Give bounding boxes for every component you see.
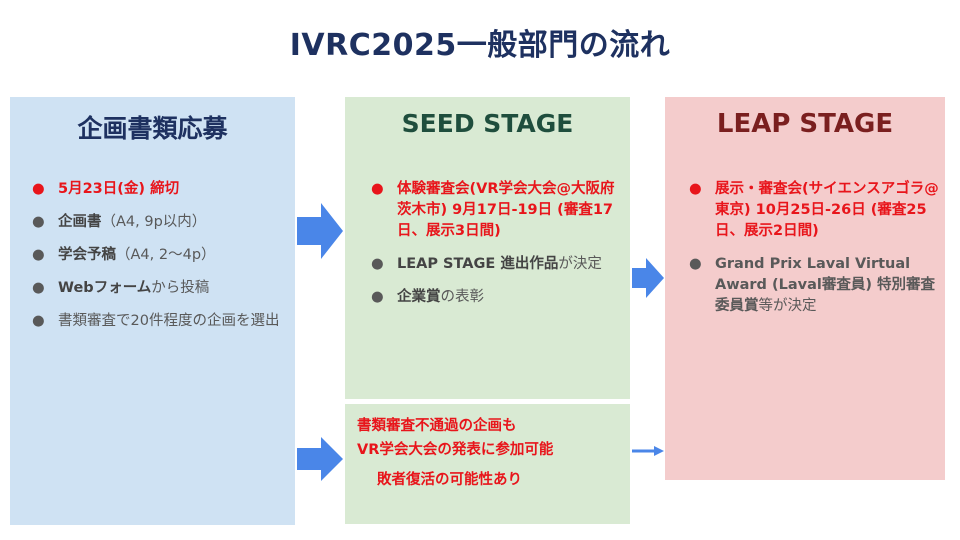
list-item: ● 展示・審査会(サイエンスアゴラ@東京) 10月25日-26日 (審査25日、… <box>681 179 943 242</box>
bullet-icon: ● <box>371 289 384 305</box>
item-text: 書類審査で20件程度の企画を選出 <box>58 313 280 329</box>
right-arrow-icon <box>297 203 343 259</box>
item-text: 等が決定 <box>758 298 817 314</box>
bullet-icon: ● <box>689 256 702 272</box>
leap-stage-list: ● 展示・審査会(サイエンスアゴラ@東京) 10月25日-26日 (審査25日、… <box>681 179 943 329</box>
item-text: の表彰 <box>440 289 485 305</box>
list-item: ● 5月23日(金) 締切 <box>24 179 292 200</box>
seed-stage-list: ● 体験審査会(VR学会大会@大阪府茨木市) 9月17日-19日 (審査17日、… <box>363 179 625 320</box>
leap-stage-heading: LEAP STAGE <box>716 109 894 139</box>
bullet-icon: ● <box>32 214 45 230</box>
list-item: ● 学会予稿（A4, 2〜4p） <box>24 245 292 266</box>
item-text: （A4, 9p以内） <box>101 214 207 230</box>
right-arrow-icon <box>632 258 664 298</box>
bullet-icon: ● <box>371 181 384 197</box>
bullet-icon: ● <box>689 181 702 197</box>
item-bold: LEAP STAGE 進出作品 <box>397 256 559 272</box>
bullet-icon: ● <box>32 280 45 296</box>
seed-stage-heading: SEED STAGE <box>401 109 574 138</box>
revival-line-2: VR学会大会の発表に参加可能 <box>357 442 554 458</box>
leap-stage-panel: LEAP STAGE ● 展示・審査会(サイエンスアゴラ@東京) 10月25日-… <box>665 97 945 480</box>
bullet-icon: ● <box>32 247 45 263</box>
award-names: Grand Prix Laval Virtual Award (Laval審査員… <box>715 256 936 314</box>
revival-line-3: 敗者復活の可能性あり <box>377 472 522 488</box>
list-item: ● Grand Prix Laval Virtual Award (Laval審… <box>681 254 943 317</box>
list-item: ● 企業賞の表彰 <box>363 287 625 308</box>
bullet-icon: ● <box>32 181 45 197</box>
seed-stage-panel: SEED STAGE ● 体験審査会(VR学会大会@大阪府茨木市) 9月17日-… <box>345 97 630 399</box>
item-bold: 企業賞 <box>397 289 441 305</box>
list-item: ● 書類審査で20件程度の企画を選出 <box>24 311 292 332</box>
list-item: ● 企画書（A4, 9p以内） <box>24 212 292 233</box>
leap-event-text: 展示・審査会(サイエンスアゴラ@東京) 10月25日-26日 (審査25日、展示… <box>715 181 939 239</box>
item-text: から投稿 <box>151 280 210 296</box>
revival-text: 書類審査不通過の企画も VR学会大会の発表に参加可能 敗者復活の可能性あり <box>357 414 625 492</box>
list-item: ● 体験審査会(VR学会大会@大阪府茨木市) 9月17日-19日 (審査17日、… <box>363 179 625 242</box>
application-panel: 企画書類応募 ● 5月23日(金) 締切 ● 企画書（A4, 9p以内） ● 学… <box>10 97 295 525</box>
bullet-icon: ● <box>371 256 384 272</box>
revival-line-1: 書類審査不通過の企画も <box>357 418 517 434</box>
item-bold: Webフォーム <box>58 280 152 296</box>
list-item: ● LEAP STAGE 進出作品が決定 <box>363 254 625 275</box>
item-bold: 企画書 <box>58 214 102 230</box>
page-title: IVRC2025一般部門の流れ <box>289 28 671 63</box>
bullet-icon: ● <box>32 313 45 329</box>
item-text: （A4, 2〜4p） <box>116 247 216 263</box>
right-arrow-icon <box>632 446 664 456</box>
application-heading: 企画書類応募 <box>77 114 228 143</box>
item-bold: 学会予稿 <box>58 247 116 263</box>
list-item: ● Webフォームから投稿 <box>24 278 292 299</box>
application-list: ● 5月23日(金) 締切 ● 企画書（A4, 9p以内） ● 学会予稿（A4,… <box>24 179 292 344</box>
deadline-text: 5月23日(金) 締切 <box>58 181 180 197</box>
item-text: が決定 <box>558 256 602 272</box>
right-arrow-icon <box>297 437 343 481</box>
seed-event-text: 体験審査会(VR学会大会@大阪府茨木市) 9月17日-19日 (審査17日、展示… <box>397 181 615 239</box>
revival-panel: 書類審査不通過の企画も VR学会大会の発表に参加可能 敗者復活の可能性あり <box>345 404 630 524</box>
